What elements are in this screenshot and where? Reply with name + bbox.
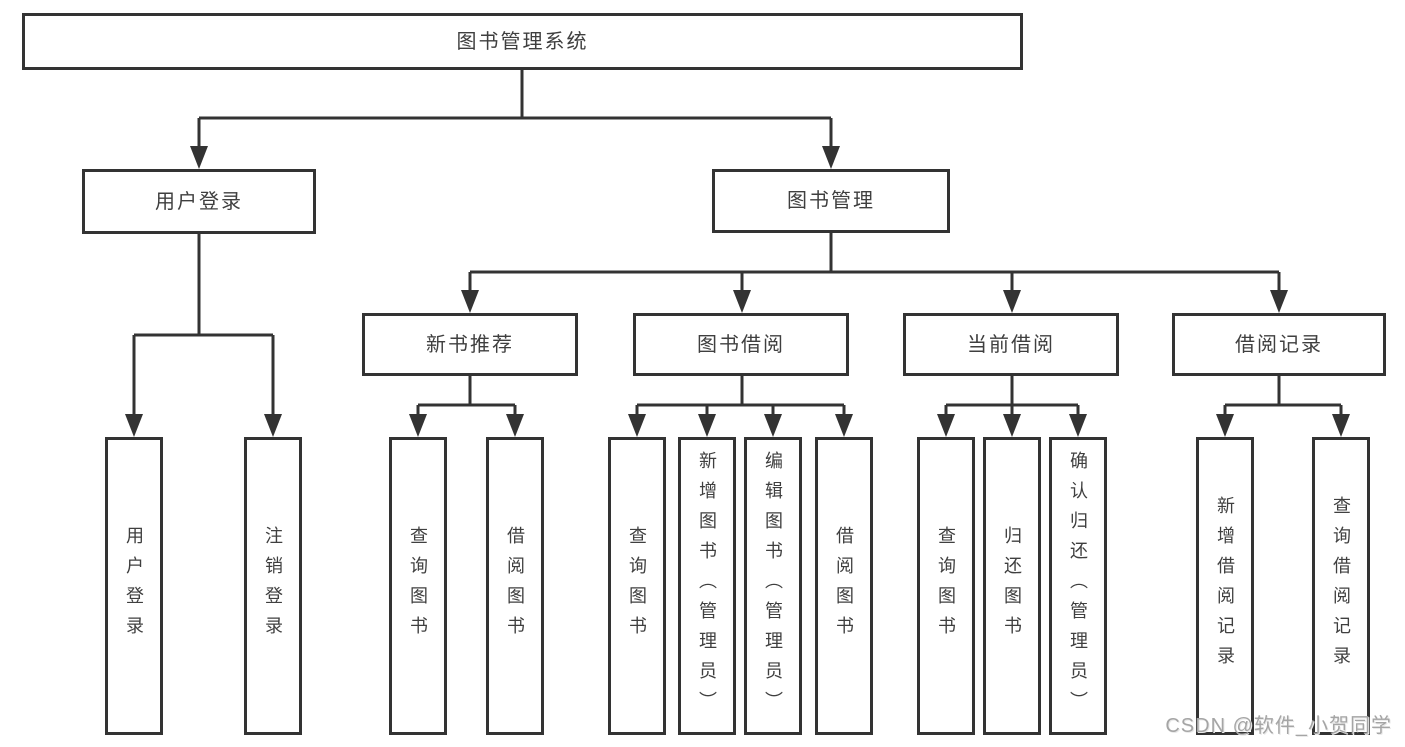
leaf-return-books: 归还图书 bbox=[983, 437, 1041, 735]
leaf-edit-books-admin: 编辑图书（管理员） bbox=[744, 437, 802, 735]
node-borrowing-records: 借阅记录 bbox=[1172, 313, 1386, 376]
leaf-user-login: 用户登录 bbox=[105, 437, 163, 735]
leaf-logout: 注销登录 bbox=[244, 437, 302, 735]
leaf-confirm-return-admin: 确认归还（管理员） bbox=[1049, 437, 1107, 735]
leaf-query-borrow-record: 查询借阅记录 bbox=[1312, 437, 1370, 735]
node-book-management: 图书管理 bbox=[712, 169, 950, 233]
leaf-query-books-recommend: 查询图书 bbox=[389, 437, 447, 735]
leaf-add-borrow-record: 新增借阅记录 bbox=[1196, 437, 1254, 735]
node-new-book-recommendation: 新书推荐 bbox=[362, 313, 578, 376]
leaf-query-books-borrow: 查询图书 bbox=[608, 437, 666, 735]
leaf-query-books-current: 查询图书 bbox=[917, 437, 975, 735]
leaf-add-books-admin: 新增图书（管理员） bbox=[678, 437, 736, 735]
arrowheads bbox=[125, 146, 1350, 437]
node-library-management-system: 图书管理系统 bbox=[22, 13, 1023, 70]
node-current-borrowing: 当前借阅 bbox=[903, 313, 1119, 376]
leaf-borrow-books-recommend: 借阅图书 bbox=[486, 437, 544, 735]
node-user-login: 用户登录 bbox=[82, 169, 316, 234]
leaf-borrow-books: 借阅图书 bbox=[815, 437, 873, 735]
node-book-borrowing: 图书借阅 bbox=[633, 313, 849, 376]
